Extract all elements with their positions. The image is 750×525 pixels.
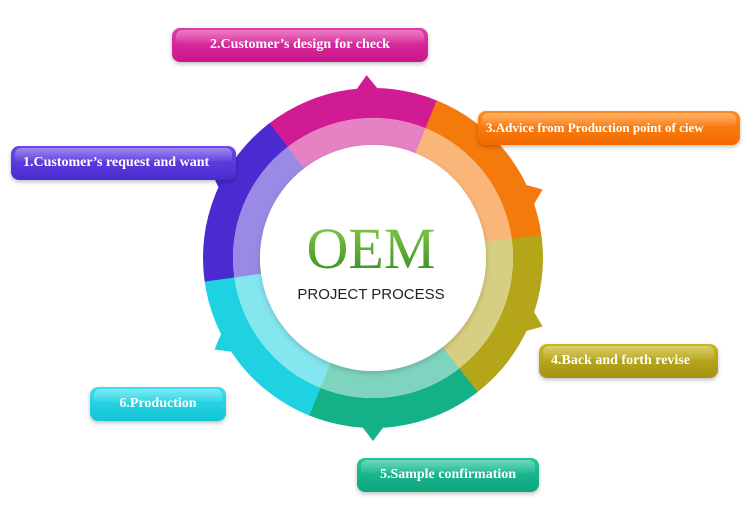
step-6-label: 6.Production [90, 387, 226, 421]
step-5-label: 5.Sample confirmation [357, 458, 539, 492]
ring-segment-step-5 [307, 368, 478, 428]
ring-segment-step-4 [458, 234, 543, 393]
ring-inner-segment-step-6 [234, 272, 331, 388]
ring-inner-segment-step-2 [286, 118, 427, 169]
cycle-ring-outer [203, 88, 543, 428]
ring-pointer-step-2 [355, 75, 379, 91]
ring-pointer-step-4 [523, 309, 543, 332]
step-1-label: 1.Customer’s request and want [11, 146, 236, 180]
ring-pointer-step-6 [214, 331, 234, 352]
ring-inner-segment-step-3 [415, 128, 512, 244]
step-2-label: 2.Customer’s design for check [172, 28, 428, 62]
step-4-label: 4.Back and forth revise [539, 344, 718, 378]
ring-segment-step-1 [203, 123, 288, 282]
ring-inner-segment-step-5 [319, 347, 460, 398]
ring-inner-segment-step-4 [441, 238, 513, 370]
ring-segment-step-2 [268, 88, 439, 148]
center-disc [260, 145, 486, 371]
ring-inner-segment-step-1 [233, 146, 305, 278]
ring-segment-step-6 [204, 276, 321, 416]
ring-pointer-step-3 [523, 184, 543, 207]
center-subtitle: PROJECT PROCESS [297, 286, 444, 303]
step-3-label: 3.Advice from Production point of ciew [478, 111, 740, 145]
ring-pointer-step-5 [361, 425, 385, 441]
ring-segment-step-3 [425, 100, 542, 240]
cycle-ring-inner [233, 118, 513, 398]
center-title: OEM [307, 216, 436, 281]
